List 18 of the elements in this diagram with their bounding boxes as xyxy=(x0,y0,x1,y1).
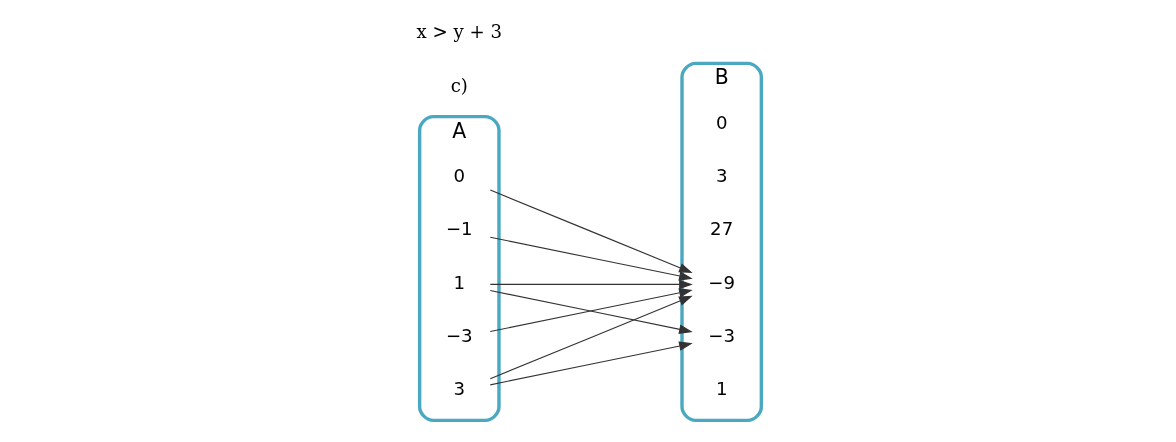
arrow xyxy=(489,295,693,379)
node-text: −9 xyxy=(707,271,735,293)
node-text: 1 xyxy=(453,271,465,293)
node-text: 3 xyxy=(715,164,727,186)
arrow xyxy=(489,189,693,273)
node-text: 1 xyxy=(715,377,727,399)
node-text: 27 xyxy=(709,217,733,239)
label: c) xyxy=(450,74,468,96)
node-text: −1 xyxy=(445,217,473,239)
node-text: −3 xyxy=(707,324,735,346)
node-text: 3 xyxy=(453,377,465,399)
arrow xyxy=(489,236,693,281)
label: x > y + 3 xyxy=(416,20,502,42)
node-text: −3 xyxy=(445,324,473,346)
node-text: 0 xyxy=(715,111,727,133)
arrow xyxy=(489,279,693,289)
arrow xyxy=(489,340,693,385)
node-text: 0 xyxy=(453,164,465,186)
